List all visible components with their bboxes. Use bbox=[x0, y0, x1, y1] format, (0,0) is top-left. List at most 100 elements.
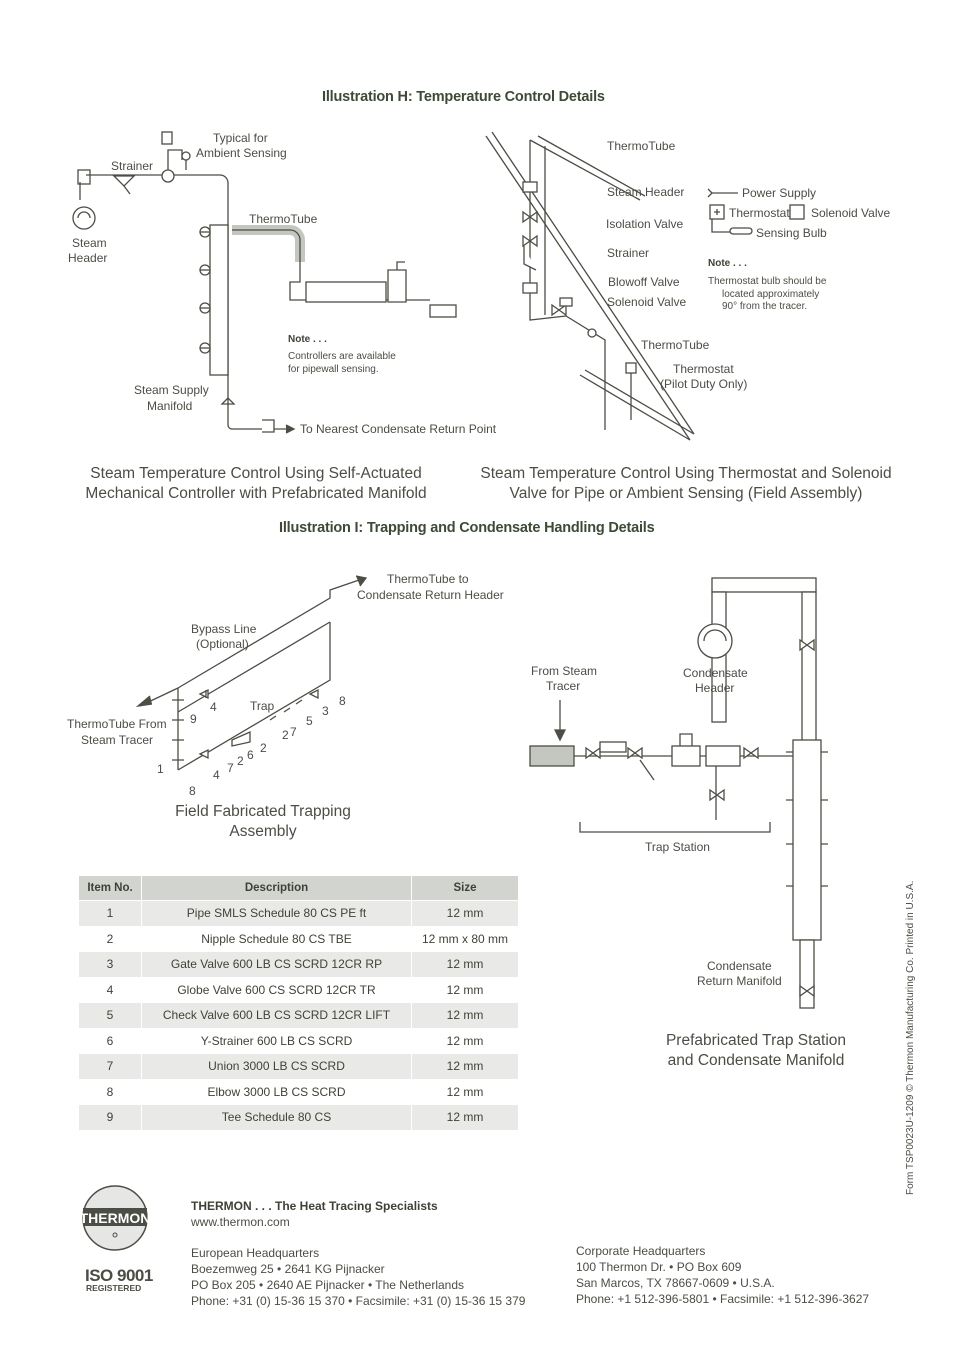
item-number-cell: 9 bbox=[79, 1104, 142, 1130]
callout-number: 6 bbox=[247, 748, 254, 762]
label-steam-header: Steam Header bbox=[607, 185, 685, 199]
callout-number: 3 bbox=[322, 704, 329, 718]
label-trap-station: Trap Station bbox=[645, 840, 710, 854]
iso-registered: REGISTERED bbox=[86, 1283, 142, 1293]
item-number-cell: 5 bbox=[79, 1002, 142, 1028]
label-tracer: Tracer bbox=[546, 679, 581, 693]
description-cell: Gate Valve 600 LB CS SCRD 12CR RP bbox=[141, 951, 412, 977]
caption-i-right-line-1: Prefabricated Trap Station bbox=[665, 1032, 847, 1049]
eu-hq-title: European Headquarters bbox=[191, 1246, 320, 1260]
label-from-steam: From Steam bbox=[531, 664, 598, 678]
caption-h-left-line-2: Mechanical Controller with Prefabricated… bbox=[85, 485, 427, 502]
caption-h-left: Steam Temperature Control Using Self-Act… bbox=[70, 464, 442, 504]
item-number-cell: 2 bbox=[79, 925, 142, 952]
label-condensate-header: Header bbox=[695, 681, 735, 695]
label-header: Header bbox=[68, 251, 108, 265]
column-header: Item No. bbox=[79, 876, 142, 901]
item-number-cell: 6 bbox=[79, 1027, 142, 1054]
description-cell: Globe Valve 600 CS SCRD 12CR TR bbox=[141, 976, 412, 1003]
corporate-hq-line-1: 100 Thermon Dr. • PO Box 609 bbox=[576, 1260, 742, 1274]
size-cell: 12 mm bbox=[411, 1078, 518, 1105]
label-isolation-valve: Isolation Valve bbox=[606, 217, 684, 231]
caption-i-right: Prefabricated Trap Station and Condensat… bbox=[656, 1031, 856, 1071]
note-line-2: for pipewall sensing. bbox=[288, 364, 379, 375]
label-ambient-sensing: Ambient Sensing bbox=[196, 146, 287, 160]
legend-sensing-bulb: Sensing Bulb bbox=[756, 226, 827, 240]
callout-number: 7 bbox=[227, 761, 234, 775]
caption-h-left-line-1: Steam Temperature Control Using Self-Act… bbox=[90, 465, 422, 482]
callout-number: 8 bbox=[339, 694, 346, 708]
label-trap: Trap bbox=[250, 699, 275, 713]
label-pilot-duty: (Pilot Duty Only) bbox=[660, 377, 748, 391]
callout-number: 1 bbox=[157, 762, 164, 776]
label-steam-supply: Steam Supply bbox=[134, 383, 209, 397]
callout-number: 5 bbox=[306, 714, 313, 728]
eu-hq-line-3: Phone: +31 (0) 15-36 15 370 • Facsimile:… bbox=[191, 1294, 526, 1308]
label-thermotube-bottom: ThermoTube bbox=[641, 338, 710, 352]
description-cell: Elbow 3000 LB CS SCRD bbox=[141, 1078, 412, 1105]
description-cell: Tee Schedule 80 CS bbox=[141, 1104, 412, 1130]
caption-h-right: Steam Temperature Control Using Thermost… bbox=[480, 464, 892, 504]
label-steam-tracer: Steam Tracer bbox=[81, 733, 154, 747]
item-number-cell: 7 bbox=[79, 1053, 142, 1079]
logo-wordmark: THERMON bbox=[80, 1210, 151, 1226]
item-number-cell: 1 bbox=[79, 900, 142, 926]
description-cell: Union 3000 LB CS SCRD bbox=[141, 1053, 412, 1079]
label-to-nearest-condensate: To Nearest Condensate Return Point bbox=[300, 422, 497, 436]
item-number-cell: 8 bbox=[79, 1078, 142, 1105]
size-cell: 12 mm bbox=[411, 951, 518, 977]
label-thermotube-to: ThermoTube to bbox=[387, 572, 469, 586]
label-condensate-return: Condensate bbox=[707, 959, 772, 973]
callout-number: 7 bbox=[290, 725, 297, 739]
label-bypass-line: Bypass Line bbox=[191, 622, 257, 636]
description-cell: Nipple Schedule 80 CS TBE bbox=[141, 925, 412, 952]
note-line-1: Controllers are available bbox=[288, 351, 396, 362]
illustration-h-title: Illustration H: Temperature Control Deta… bbox=[322, 89, 605, 105]
label-thermotube-from: ThermoTube From bbox=[67, 717, 167, 731]
footer-website[interactable]: www.thermon.com bbox=[191, 1215, 290, 1229]
callout-number: 4 bbox=[210, 700, 217, 714]
caption-i-right-line-2: and Condensate Manifold bbox=[667, 1052, 845, 1069]
note-right-heading: Note . . . bbox=[708, 258, 747, 269]
label-typical-for: Typical for bbox=[213, 131, 268, 145]
label-blowoff-valve: Blowoff Valve bbox=[608, 275, 680, 289]
table-header-row: Item No. Description Size bbox=[79, 876, 518, 901]
column-header: Description bbox=[141, 876, 412, 901]
label-strainer: Strainer bbox=[111, 159, 154, 173]
corporate-hq-line-2: San Marcos, TX 78667-0609 • U.S.A. bbox=[576, 1276, 775, 1290]
callout-number: 9 bbox=[190, 712, 197, 726]
callout-number: 8 bbox=[189, 784, 196, 798]
size-cell: 12 mm bbox=[411, 1027, 518, 1054]
label-condensate-return-header: Condensate Return Header bbox=[357, 588, 504, 602]
caption-i-left: Field Fabricated Trapping Assembly bbox=[175, 803, 351, 840]
label-thermotube: ThermoTube bbox=[249, 212, 318, 226]
legend-power-supply: Power Supply bbox=[742, 186, 817, 200]
illustration-i-title: Illustration I: Trapping and Condensate … bbox=[279, 520, 655, 536]
callout-number: 2 bbox=[260, 741, 267, 755]
legend-solenoid-valve: Solenoid Valve bbox=[811, 206, 891, 220]
label-thermostat: Thermostat bbox=[673, 362, 734, 376]
note-right-line-3: 90° from the tracer. bbox=[722, 301, 808, 312]
callout-number: 2 bbox=[282, 728, 289, 742]
label-steam: Steam bbox=[72, 236, 107, 250]
eu-hq-line-2: PO Box 205 • 2640 AE Pijnacker • The Net… bbox=[191, 1278, 465, 1292]
description-cell: Check Valve 600 LB CS SCRD 12CR LIFT bbox=[141, 1002, 412, 1028]
label-thermotube-top: ThermoTube bbox=[607, 139, 676, 153]
eu-hq: European Headquarters Boezemweg 25 • 264… bbox=[191, 1245, 525, 1309]
caption-h-right-line-2: Valve for Pipe or Ambient Sensing (Field… bbox=[509, 485, 863, 502]
description-cell: Pipe SMLS Schedule 80 CS PE ft bbox=[141, 900, 412, 926]
note-right-line-2: located approximately bbox=[722, 289, 820, 300]
footer-tagline: THERMON . . . The Heat Tracing Specialis… bbox=[191, 1199, 438, 1213]
description-cell: Y-Strainer 600 LB CS SCRD bbox=[141, 1027, 412, 1054]
